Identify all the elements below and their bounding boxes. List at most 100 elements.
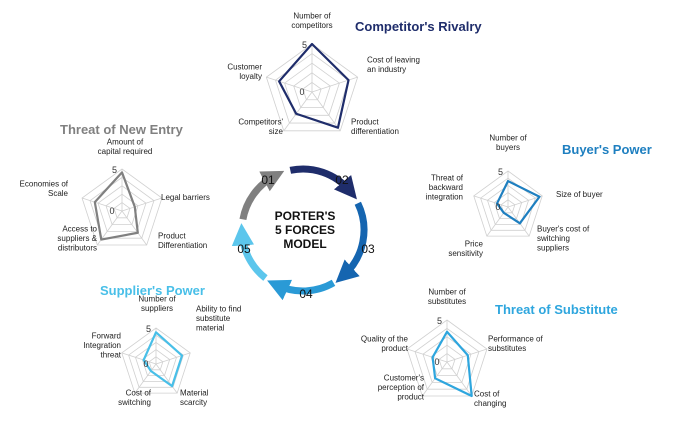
force-title-substitute: Threat of Substitute — [495, 302, 618, 317]
radar-spoke — [507, 195, 543, 208]
axis-label-buyer-1: Size of buyer — [556, 190, 603, 199]
radar-series-buyer — [495, 179, 541, 225]
center-title-line: 5 FORCES — [275, 223, 335, 237]
radar-grid-ring — [480, 177, 536, 231]
radar-spoke — [311, 91, 341, 132]
cycle-arrow-5 — [239, 170, 285, 221]
radar-spoke — [406, 348, 448, 363]
center-title-line: MODEL — [283, 237, 326, 251]
radar-grid-ring — [81, 168, 163, 246]
cycle-step-4: 04 — [299, 287, 313, 301]
radar-grid-ring — [89, 176, 155, 239]
radar-series-supplier — [142, 331, 184, 388]
scale-max-label: 5 — [302, 40, 307, 50]
radar-grid-ring — [422, 336, 472, 383]
radar-spoke — [283, 91, 313, 132]
radar-grid-ring — [275, 53, 349, 124]
cycle-step-2: 02 — [335, 173, 349, 187]
radar-grid-ring — [105, 193, 139, 225]
radar-grid-ring — [265, 43, 359, 132]
radar-spoke — [486, 206, 509, 237]
scale-min-label: 0 — [495, 202, 500, 212]
radar-spoke — [121, 210, 148, 246]
radar-grid-ring — [438, 353, 456, 370]
radar-grid-ring — [414, 327, 480, 390]
scale-max-label: 5 — [437, 316, 442, 326]
radar-grid-ring — [134, 341, 178, 382]
radar-spoke — [446, 361, 473, 397]
cycle-arrow-2 — [335, 201, 368, 283]
cycle-arrow-1 — [289, 165, 357, 200]
radar-spoke — [134, 363, 157, 394]
radar-series-new_entry — [93, 171, 139, 241]
radar-grid-ring — [97, 185, 147, 232]
radar-spoke — [473, 195, 509, 208]
radar-grid-ring — [113, 202, 131, 219]
cycle-step-3: 03 — [361, 242, 375, 256]
force-title-new_entry: Threat of New Entry — [60, 122, 184, 137]
center-title-line: PORTER'S — [275, 209, 336, 223]
radar-grid-ring — [293, 72, 331, 108]
radar-grid-ring — [473, 170, 543, 237]
force-title-supplier: Supplier's Power — [100, 283, 205, 298]
radar-grid-ring — [406, 319, 488, 397]
scale-max-label: 5 — [112, 165, 117, 175]
radar-grid-ring — [493, 192, 523, 220]
scale-min-label: 0 — [109, 206, 114, 216]
radar-grid-ring — [486, 184, 530, 225]
radar-grid-ring — [148, 356, 164, 371]
radar-spoke — [311, 76, 358, 93]
cycle-arrow-4 — [231, 223, 268, 281]
force-title-buyer: Buyer's Power — [562, 142, 652, 157]
scale-min-label: 0 — [143, 359, 148, 369]
radar-spoke — [155, 363, 178, 394]
radar-spoke — [266, 76, 313, 93]
radar-grid-ring — [284, 62, 340, 116]
axis-label-new_entry-1: Legal barriers — [161, 193, 210, 202]
radar-spoke — [155, 352, 191, 365]
radar-spoke — [81, 197, 123, 212]
radar-spoke — [121, 352, 157, 365]
cycle-arrow-3 — [267, 279, 336, 301]
axis-label-competitor-3: Competitors'size — [238, 117, 283, 136]
radar-spoke — [121, 197, 163, 212]
radar-series-competitor — [278, 42, 350, 129]
radar-grid-ring — [121, 327, 191, 394]
scale-max-label: 5 — [146, 324, 151, 334]
cycle-step-5: 05 — [237, 242, 251, 256]
radar-grid-ring — [500, 199, 516, 214]
scale-min-label: 0 — [299, 87, 304, 97]
scale-max-label: 5 — [498, 167, 503, 177]
radar-grid-ring — [302, 81, 322, 101]
cycle-step-1: 01 — [261, 173, 275, 187]
scale-min-label: 0 — [434, 357, 439, 367]
